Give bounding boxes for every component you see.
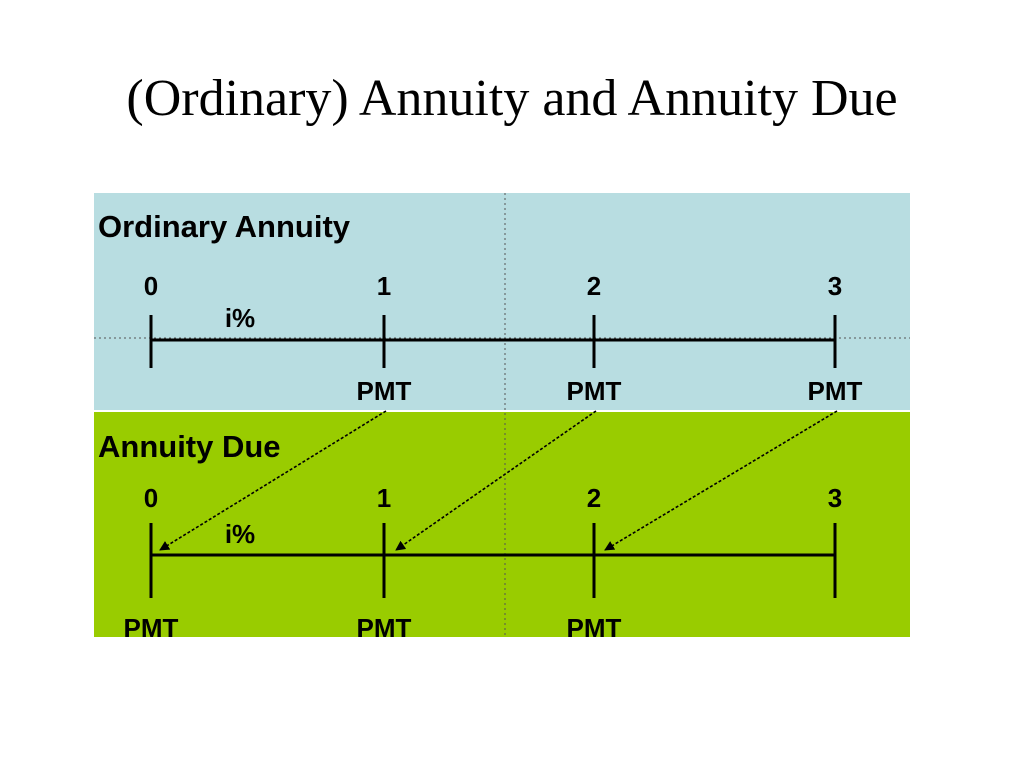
- ordinary-period-label: 0: [144, 271, 158, 301]
- ordinary-annuity-panel: [94, 193, 910, 410]
- due-period-label: 1: [377, 483, 391, 513]
- annuity-due-title: Annuity Due: [98, 429, 281, 464]
- ordinary-period-label: 2: [587, 271, 601, 301]
- diagram-canvas: Ordinary Annuity 0 1 2 3 i% PMT PMT PMT …: [94, 193, 910, 637]
- ordinary-period-label: 1: [377, 271, 391, 301]
- ordinary-payment-label: PMT: [357, 376, 412, 406]
- ordinary-payment-label: PMT: [567, 376, 622, 406]
- payment-shift-arrow: [395, 410, 597, 551]
- payment-shift-arrow: [159, 410, 387, 551]
- annuity-due-panel: [94, 412, 910, 637]
- due-payment-label: PMT: [567, 613, 622, 637]
- due-payment-label: PMT: [124, 613, 179, 637]
- due-period-label: 3: [828, 483, 842, 513]
- due-interest-rate-label: i%: [225, 519, 255, 549]
- due-period-label: 0: [144, 483, 158, 513]
- ordinary-interest-rate-label: i%: [225, 303, 255, 333]
- payment-shift-arrow: [604, 410, 838, 551]
- ordinary-annuity-title: Ordinary Annuity: [98, 209, 351, 244]
- due-period-label: 2: [587, 483, 601, 513]
- ordinary-period-label: 3: [828, 271, 842, 301]
- annuity-timeline-diagram: Ordinary Annuity 0 1 2 3 i% PMT PMT PMT …: [94, 193, 910, 637]
- due-payment-label: PMT: [357, 613, 412, 637]
- slide-title: (Ordinary) Annuity and Annuity Due: [126, 70, 898, 127]
- ordinary-payment-label: PMT: [808, 376, 863, 406]
